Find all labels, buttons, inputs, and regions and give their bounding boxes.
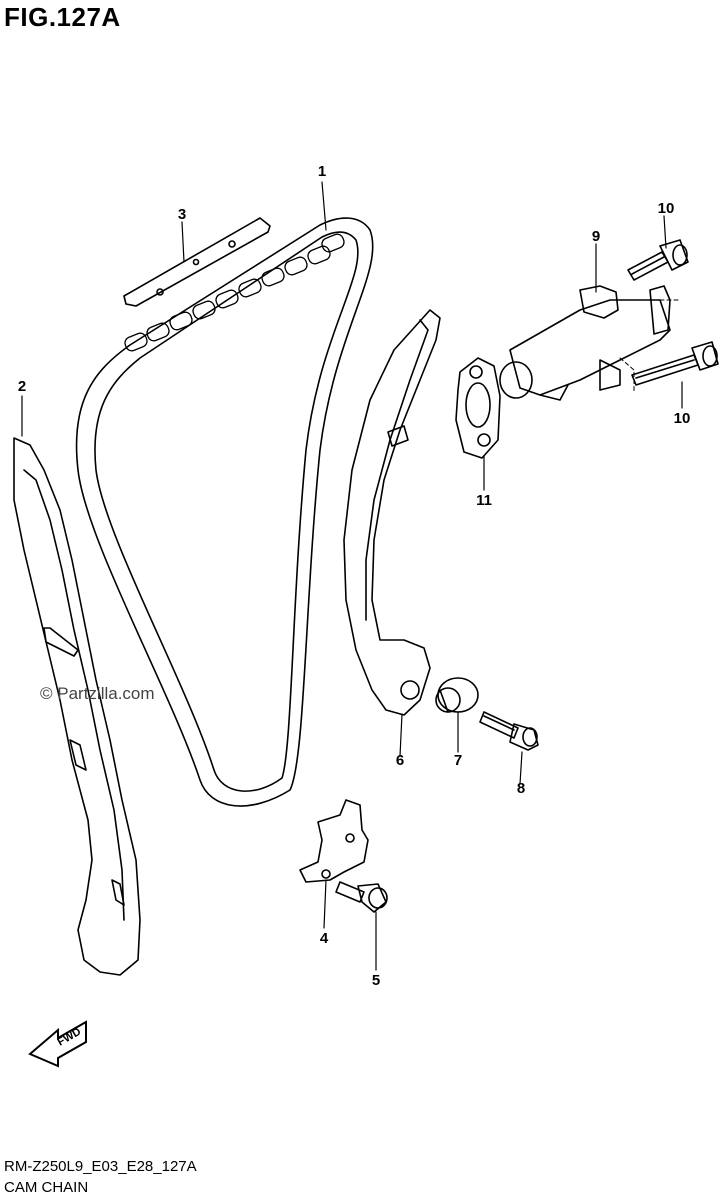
bracket [299,799,369,883]
callout-10-upper: 10 [657,200,675,217]
callout-4: 4 [319,930,329,947]
chain-guide-right [343,309,441,716]
callout-3: 3 [177,206,187,223]
callout-9: 9 [591,228,601,245]
cam-chain [75,217,374,807]
callout-7: 7 [453,752,463,769]
callout-6: 6 [395,752,405,769]
gasket [455,357,501,459]
figure-title: FIG.127A [4,2,121,32]
fwd-arrow [28,1020,87,1068]
bolt-5 [335,881,388,913]
figure-code: RM-Z250L9_E03_E28_127A [4,1158,197,1175]
watermark: © Partzilla.com [40,684,155,703]
callout-11: 11 [476,492,492,509]
tensioner-adjuster [499,285,671,401]
callout-5: 5 [371,972,381,989]
callout-10-lower: 10 [673,410,691,427]
callout-1: 1 [317,163,327,180]
bolt-8 [479,711,539,751]
fwd-label: FWD [56,1026,84,1049]
chain-guide-plate [123,217,271,307]
chain-guide-left [13,437,141,976]
callout-2: 2 [17,378,27,395]
callout-8: 8 [516,780,526,797]
bolt-10-upper [627,239,689,281]
figure-name: CAM CHAIN [4,1179,89,1196]
bolt-10-lower [631,341,719,386]
